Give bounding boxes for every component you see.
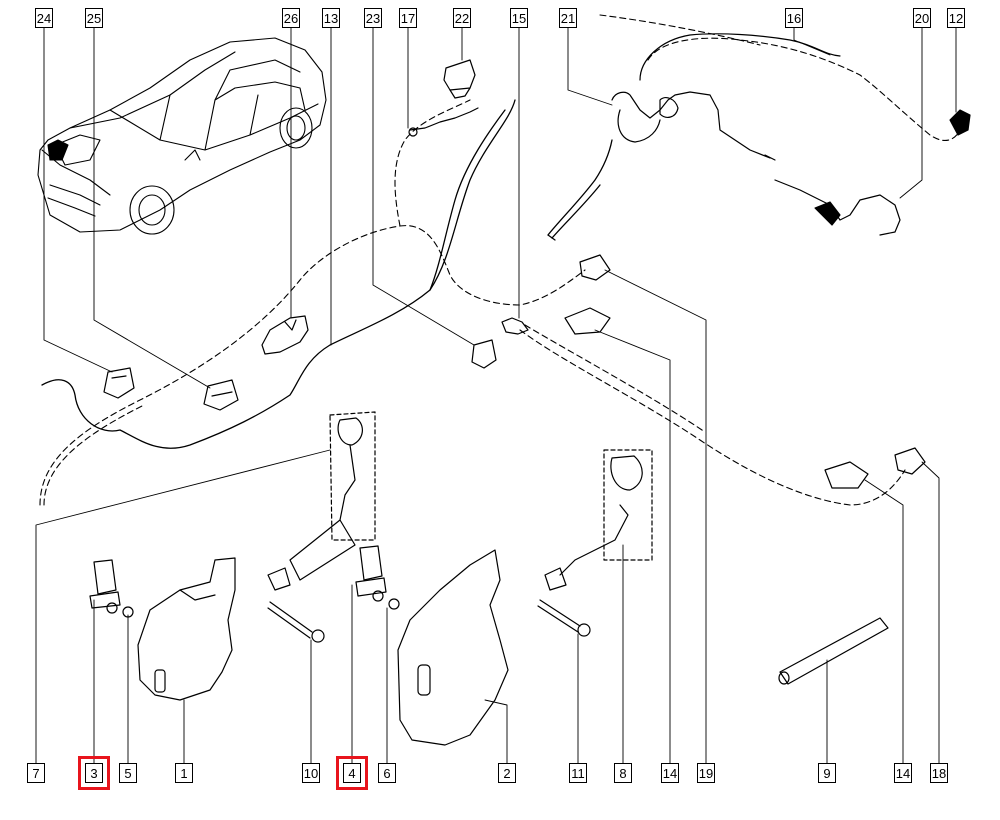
callout-11[interactable]: 11 — [569, 763, 587, 783]
callout-8[interactable]: 8 — [614, 763, 632, 783]
callout-15[interactable]: 15 — [510, 8, 528, 28]
solid-hoses — [41, 99, 613, 449]
callout-12[interactable]: 12 — [947, 8, 965, 28]
small-parts — [103, 59, 926, 685]
callout-17[interactable]: 17 — [399, 8, 417, 28]
callout-1[interactable]: 1 — [175, 763, 193, 783]
callout-20[interactable]: 20 — [913, 8, 931, 28]
nozzle-assembly — [611, 33, 971, 236]
callout-22[interactable]: 22 — [453, 8, 471, 28]
callout-14-right[interactable]: 14 — [894, 763, 912, 783]
callout-13[interactable]: 13 — [322, 8, 340, 28]
callout-9[interactable]: 9 — [818, 763, 836, 783]
callout-18[interactable]: 18 — [930, 763, 948, 783]
callout-21[interactable]: 21 — [559, 8, 577, 28]
callout-26[interactable]: 26 — [282, 8, 300, 28]
callout-16[interactable]: 16 — [785, 8, 803, 28]
callout-2[interactable]: 2 — [498, 763, 516, 783]
car-illustration — [37, 37, 327, 235]
callout-25[interactable]: 25 — [85, 8, 103, 28]
callout-3-highlighted[interactable]: 3 — [78, 756, 110, 790]
reservoirs-and-pumps — [89, 411, 653, 746]
callout-7[interactable]: 7 — [27, 763, 45, 783]
callout-5[interactable]: 5 — [119, 763, 137, 783]
callout-24[interactable]: 24 — [35, 8, 53, 28]
callout-19[interactable]: 19 — [697, 763, 715, 783]
callout-4-highlighted[interactable]: 4 — [336, 756, 368, 790]
leader-lines — [35, 27, 957, 764]
dashed-hose-routes — [39, 14, 961, 506]
callout-23[interactable]: 23 — [364, 8, 382, 28]
callout-14-left[interactable]: 14 — [661, 763, 679, 783]
callout-10[interactable]: 10 — [302, 763, 320, 783]
callout-6[interactable]: 6 — [378, 763, 396, 783]
